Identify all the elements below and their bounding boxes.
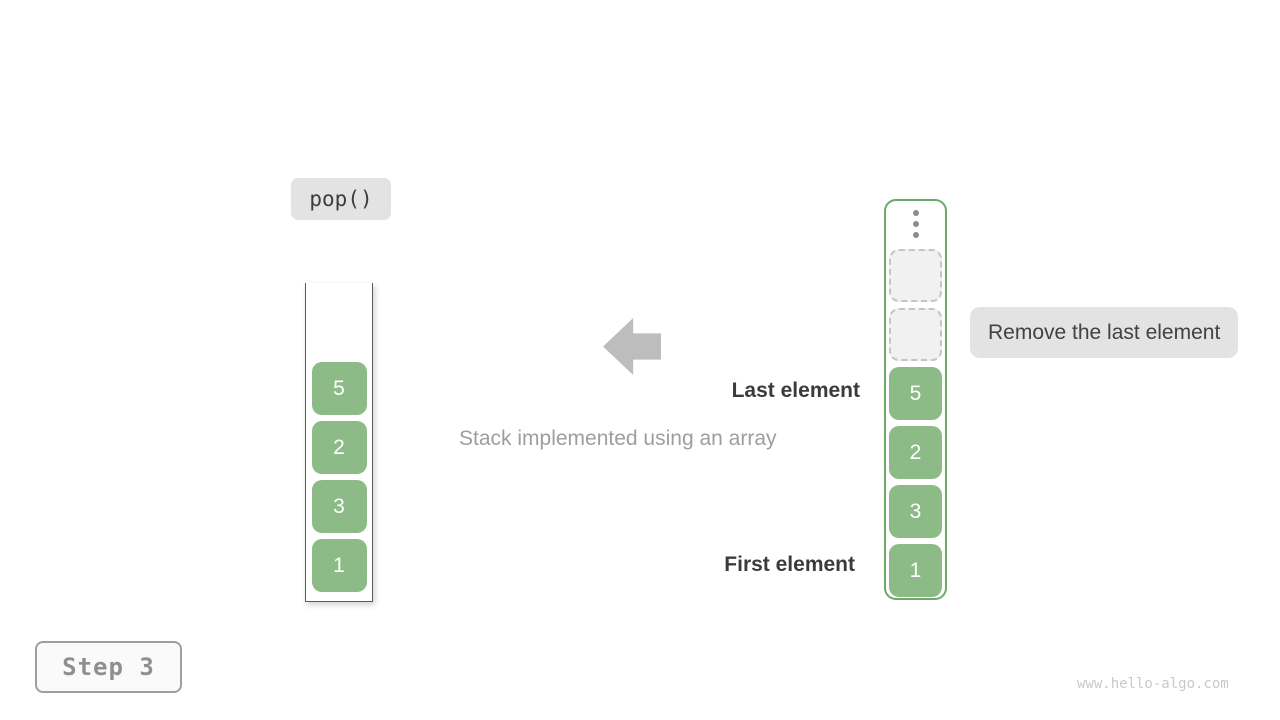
array-cell: 1	[889, 544, 942, 597]
array-container: 5 2 3 1	[884, 199, 947, 600]
arrow-left-icon	[603, 318, 661, 375]
stack-cell: 5	[311, 362, 367, 415]
watermark-text: www.hello-algo.com	[1077, 676, 1229, 692]
diagram-caption: Stack implemented using an array	[459, 427, 777, 450]
action-annotation: Remove the last element	[970, 307, 1239, 358]
array-cell: 3	[889, 485, 942, 538]
ellipsis-icon	[912, 210, 919, 238]
stack-cell: 3	[311, 480, 367, 533]
last-element-label: Last element	[731, 379, 860, 402]
stack-cell: 1	[311, 539, 367, 592]
array-cell: 2	[889, 426, 942, 479]
pop-operation-text: pop()	[309, 187, 373, 211]
pop-operation-label: pop()	[291, 178, 391, 220]
first-element-label: First element	[724, 553, 855, 576]
empty-array-slot	[889, 308, 942, 361]
step-indicator: Step 3	[35, 641, 182, 693]
stack-cell: 2	[311, 421, 367, 474]
array-cell: 5	[889, 367, 942, 420]
empty-array-slot	[889, 249, 942, 302]
stack-container: 5 2 3 1	[305, 283, 373, 602]
